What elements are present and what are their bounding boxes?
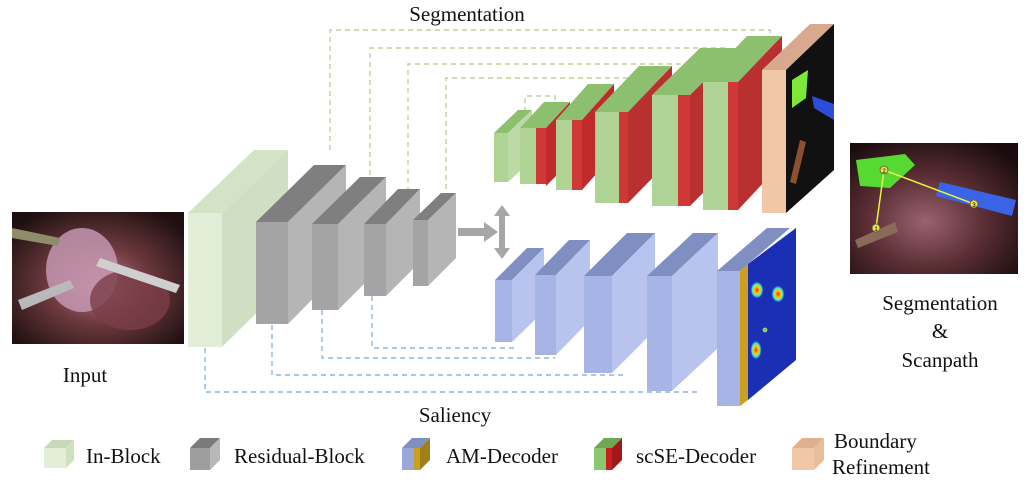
legend-label-in-block: In-Block — [86, 444, 161, 468]
legend-swatch-am-decoder — [402, 438, 430, 470]
output-label-line2: & — [931, 319, 949, 343]
seg-mask-green — [792, 70, 808, 108]
sal-skip-1 — [204, 348, 700, 393]
legend-swatches — [44, 438, 824, 470]
residual-block-3 — [364, 189, 420, 296]
bottleneck-arrow — [458, 205, 510, 259]
input-image — [12, 212, 184, 344]
segmentation-branch-label: Segmentation — [409, 2, 525, 26]
legend-swatch-in-block — [44, 440, 74, 468]
am-block-2 — [535, 240, 590, 355]
saliency-hotspot-2 — [771, 285, 785, 303]
seg-skip-5 — [524, 95, 556, 112]
legend-label-scse-decoder: scSE-Decoder — [636, 444, 757, 468]
scanpath-point-1: 1 — [874, 227, 878, 233]
residual-block-2 — [312, 177, 386, 310]
legend-swatch-residual — [190, 438, 220, 470]
boundary-refinement-block — [762, 24, 834, 213]
input-label: Input — [62, 363, 108, 387]
legend-label-residual-block: Residual-Block — [234, 444, 365, 468]
output-label-line1: Segmentation — [882, 291, 998, 315]
residual-block-4 — [413, 193, 456, 286]
seg-mask-blue — [812, 96, 834, 120]
am-block-5 — [717, 228, 796, 406]
output-image: 1 2 3 — [850, 143, 1018, 274]
scanpath-point-2: 2 — [882, 169, 886, 175]
saliency-branch-label: Saliency — [418, 403, 492, 427]
am-block-4 — [647, 233, 718, 391]
legend-label-boundary: Boundary — [834, 429, 917, 453]
am-block-3 — [584, 233, 655, 373]
seg-mask-brown — [790, 140, 806, 184]
sal-skip-4 — [371, 296, 515, 349]
sal-skip-3 — [321, 310, 555, 359]
legend-label-refinement: Refinement — [832, 455, 930, 479]
saliency-skip-connections — [204, 296, 700, 393]
saliency-hotspot-1 — [750, 281, 764, 299]
saliency-hotspot-4 — [762, 327, 768, 333]
sal-skip-2 — [271, 325, 625, 376]
saliency-hotspot-3 — [750, 340, 762, 360]
scanpath-point-3: 3 — [972, 203, 976, 209]
legend-swatch-boundary — [792, 438, 824, 470]
output-label-line3: Scanpath — [901, 348, 979, 372]
legend-label-am-decoder: AM-Decoder — [446, 444, 558, 468]
legend-swatch-scse-decoder — [594, 438, 622, 470]
